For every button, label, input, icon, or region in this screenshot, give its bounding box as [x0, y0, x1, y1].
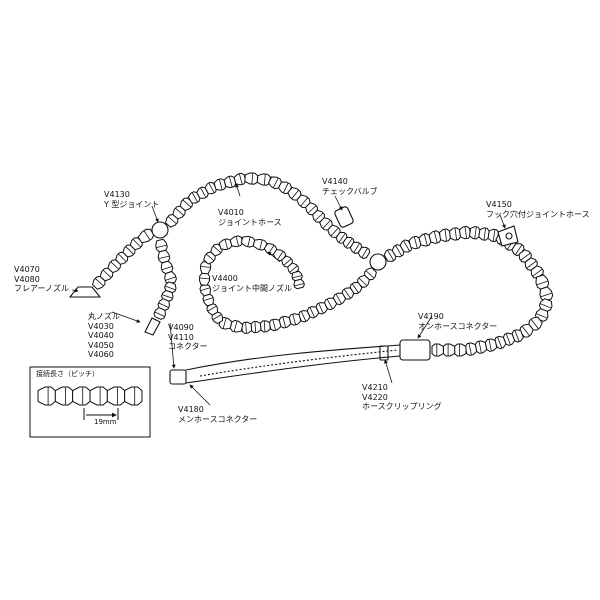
hose-segment — [431, 343, 444, 357]
inset-hose-segment — [89, 386, 108, 406]
label-v4210: V4210 V4220 ホースクリップリング — [362, 383, 442, 412]
label-v4070: V4070 V4080 フレアーノズル — [14, 265, 69, 294]
hose-segment — [198, 272, 211, 286]
hose-segment — [250, 320, 262, 334]
hose-segment — [357, 246, 371, 259]
hose-segments — [91, 172, 554, 357]
label-v4190: V4190 オンホースコネクター — [418, 312, 497, 331]
v4190-name: オンホースコネクター — [418, 321, 498, 331]
hose-segment — [241, 321, 253, 334]
v4130-name: Y 型ジョイント — [104, 199, 160, 209]
hose-segment — [458, 225, 472, 240]
round-nozzle-icon — [144, 317, 161, 336]
v4070-line: V4070 — [14, 265, 40, 274]
v4400-code: V4400 — [212, 274, 238, 283]
label-maru: 丸ノズル V4030 V4040 V4050 V4060 — [88, 312, 120, 360]
hose-segment — [293, 278, 305, 290]
inset-hose-segment — [106, 386, 126, 406]
hose-segment — [268, 318, 282, 332]
connector-icon — [169, 369, 187, 385]
label-v4400: V4400 ジョイント中間ノズル — [212, 274, 292, 293]
v4150-name: フック穴付ジョイントホース — [486, 209, 590, 219]
label-v4010: V4010 ジョイントホース — [218, 208, 282, 227]
hose-segment — [530, 265, 544, 279]
maru-line-4: V4060 — [88, 350, 114, 360]
main-hose-upper — [185, 344, 401, 371]
check-valve-icon — [334, 206, 354, 228]
maru-line-1: V4030 — [88, 321, 114, 331]
label-v4140: V4140 チェックバルブ — [322, 177, 378, 196]
hose-segment — [438, 228, 452, 242]
inset-hose-segment — [72, 386, 91, 406]
inset-hose-segment — [124, 386, 143, 406]
hose-segment — [229, 319, 244, 333]
hose-segment — [524, 257, 538, 271]
hose-segment — [327, 224, 341, 238]
connector-line: コネクター — [168, 342, 208, 352]
leader-lines — [71, 183, 506, 406]
label-v4180: V4180 メンホースコネクター — [178, 405, 257, 424]
label-v4130: V4130 Y 型ジョイント — [104, 190, 159, 209]
v4090-line: V4090 — [168, 323, 194, 332]
v4140-code: V4140 — [322, 177, 348, 186]
maru-line-0: 丸ノズル — [88, 312, 120, 321]
hose-segment — [454, 343, 467, 357]
hose-segment — [502, 332, 516, 346]
hose-segment — [298, 310, 311, 323]
pitch-inset — [29, 366, 151, 438]
clip-ring-line: ホースクリップリング — [362, 402, 442, 412]
main-hose-lower — [185, 355, 401, 384]
inset-hose-segment — [54, 386, 74, 406]
flare-nozzle-line: フレアーノズル — [14, 284, 70, 294]
y-joint-icon — [151, 221, 169, 239]
v4130-code: V4130 — [104, 190, 130, 199]
v4150-code: V4150 — [486, 200, 512, 209]
hose-segment — [357, 274, 370, 288]
main-hose-inner — [199, 349, 399, 377]
v4080-line: V4080 — [14, 274, 40, 284]
hook-hole-icon — [505, 232, 513, 240]
hose-segment — [442, 343, 456, 357]
v4140-name: チェックバルブ — [322, 186, 378, 196]
hose-segment — [196, 186, 209, 199]
maru-line-2: V4040 — [88, 331, 114, 341]
v4190-code: V4190 — [418, 312, 444, 321]
hose-segment — [153, 307, 166, 320]
label-v4150: V4150 フック穴付ジョイントホース — [486, 200, 590, 219]
v4110-line: V4110 — [168, 332, 194, 342]
v4180-code: V4180 — [178, 405, 204, 414]
v4010-name: ジョイントホース — [218, 217, 282, 227]
hose-segment — [164, 213, 179, 228]
v4180-name: メンホースコネクター — [178, 414, 258, 424]
v4220-line: V4220 — [362, 392, 388, 402]
maru-line-3: V4050 — [88, 340, 114, 350]
y-joint-right-icon — [369, 253, 387, 271]
hose-segment — [448, 227, 462, 241]
inset-title: 接続長さ（ピッチ） — [36, 370, 99, 378]
hose-segment — [464, 342, 478, 356]
v4010-code: V4010 — [218, 208, 244, 217]
on-hose-connector-icon — [399, 339, 431, 361]
hose-segment — [259, 320, 271, 333]
hose-segment — [244, 172, 259, 185]
v4400-name: ジョイント中間ノズル — [212, 283, 292, 293]
inset-dimension: 19mm — [94, 418, 117, 426]
flare-nozzle-icon — [68, 286, 102, 298]
hose-segment — [229, 235, 244, 248]
v4210-line: V4210 — [362, 383, 388, 392]
inset-hose-segment — [37, 386, 56, 406]
label-v4090: V4090 V4110 コネクター — [168, 323, 208, 352]
